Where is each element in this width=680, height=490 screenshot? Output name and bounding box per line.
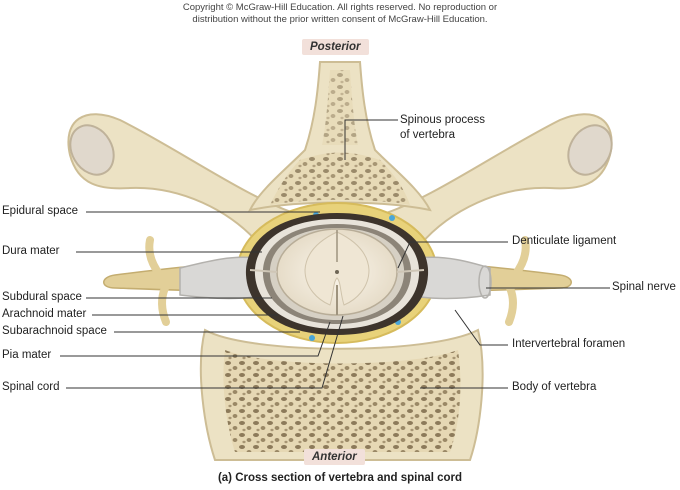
- label-pia-mater: Pia mater: [2, 349, 52, 361]
- spinal-nerve-left: [103, 236, 256, 326]
- label-spinous-process-line1: Spinous process: [400, 114, 486, 126]
- spinous-process: [248, 61, 432, 212]
- label-subarachnoid-space: Subarachnoid space: [2, 325, 107, 337]
- copyright-line-2: distribution without the prior written c…: [192, 14, 488, 25]
- label-dura-mater: Dura mater: [2, 245, 60, 257]
- leader-lines: [60, 119, 610, 389]
- spinal-cord: [249, 228, 425, 316]
- label-spinous-process-line2: of vertebra: [400, 129, 455, 141]
- label-intervertebral-foramen: Intervertebral foramen: [512, 338, 626, 350]
- label-epidural-space: Epidural space: [2, 205, 79, 217]
- copyright-line-1: Copyright © McGraw-Hill Education. All r…: [182, 2, 498, 13]
- label-arachnoid-mater: Arachnoid mater: [2, 308, 87, 320]
- posterior-label: Posterior: [302, 39, 369, 55]
- transverse-process-right: [377, 113, 613, 247]
- label-body-of-vertebra: Body of vertebra: [512, 381, 597, 393]
- anterior-label: Anterior: [304, 449, 365, 465]
- vertebral-body: [199, 328, 484, 461]
- copyright-notice: Copyright © McGraw-Hill Education. All r…: [0, 2, 680, 26]
- label-subdural-space: Subdural space: [2, 291, 82, 303]
- spinal-nerve-right: [419, 236, 572, 326]
- label-spinal-nerve: Spinal nerve: [612, 281, 676, 293]
- label-denticulate-ligament: Denticulate ligament: [512, 235, 617, 247]
- label-spinal-cord: Spinal cord: [2, 381, 60, 393]
- figure-caption: (a) Cross section of vertebra and spinal…: [217, 472, 463, 484]
